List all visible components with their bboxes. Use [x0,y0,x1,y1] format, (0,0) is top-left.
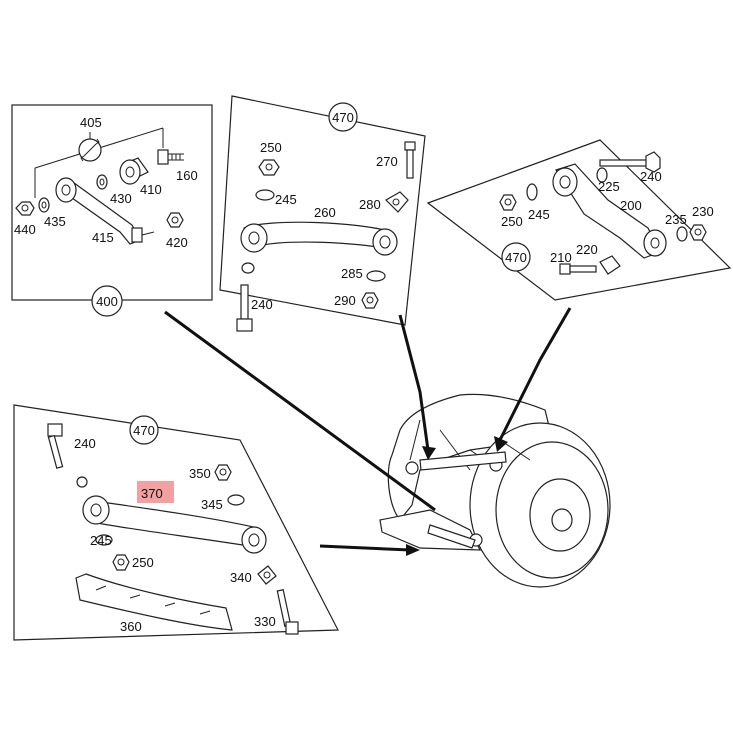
nut-230 [689,224,707,241]
label-200: 200 [620,198,642,213]
label-240-right: 240 [640,169,662,184]
washer-225 [596,167,608,183]
panel-topcenter-frame [219,95,426,326]
arm-370 [82,495,267,554]
label-235: 235 [665,212,687,227]
washer-top-small [241,262,255,274]
group-470-top-label: 470 [332,110,354,125]
washer-285 [366,270,386,282]
bolt-240-bottom [47,423,64,469]
nut-250-bottom [112,554,130,571]
label-345: 345 [201,497,223,512]
group-470-right-label: 470 [505,250,527,265]
nut-290 [361,292,379,309]
label-440: 440 [14,222,36,237]
label-225: 225 [598,179,620,194]
washer-245-top [255,189,275,201]
label-245-right: 245 [528,207,550,222]
label-430: 430 [110,191,132,206]
washer-345 [227,494,245,506]
label-415: 415 [92,230,114,245]
label-405: 405 [80,115,102,130]
label-220: 220 [576,242,598,257]
pointer-lines [164,307,572,556]
wrench-icon [78,138,102,162]
nut-250-right [499,194,517,211]
cover-360 [75,573,233,631]
bracket-280 [385,191,409,213]
arm-260 [240,221,398,256]
group-badge-400: 400 [91,285,123,317]
label-280: 280 [359,197,381,212]
label-260: 260 [314,205,336,220]
bracket-340 [257,565,277,585]
arm-200 [552,163,667,259]
label-420: 420 [166,235,188,250]
label-160: 160 [176,168,198,183]
panel-topright: 470 225 240 250 245 200 235 230 210 220 [426,139,732,301]
label-290: 290 [334,293,356,308]
bolt-240-right [599,151,661,173]
highlight-box [137,481,174,503]
bolt-210 [559,263,597,275]
pointer-topright [498,307,572,441]
group-470-bottom-label: 470 [133,423,155,438]
washer-245-right [526,183,538,201]
group-badge-470-bottom: 470 [129,415,159,445]
label-410: 410 [140,182,162,197]
label-230: 230 [692,204,714,219]
group-badge-470-top: 470 [328,102,358,132]
label-340: 340 [230,570,252,585]
panel-bottomleft: 470 [13,404,339,641]
pointer-400 [164,310,436,512]
label-250-top: 250 [260,140,282,155]
washer-430 [96,174,108,190]
washer-bottom-small [76,476,88,488]
bolt-160 [157,149,184,165]
label-285: 285 [341,266,363,281]
label-240-bottom: 240 [74,436,96,451]
nut-350 [214,464,232,481]
bolt-330 [276,589,299,635]
label-245-bottom: 245 [90,533,112,548]
washer-435 [38,197,50,213]
panel-topcenter: 470 [219,95,426,332]
bushing-410 [119,157,149,185]
label-350: 350 [189,466,211,481]
pointer-bottomleft [319,544,411,552]
wheel-carrier-assembly [379,393,611,588]
label-330: 330 [254,614,276,629]
bracket-220 [599,255,621,275]
label-270: 270 [376,154,398,169]
nut-440 [15,201,35,216]
arm-415 [55,177,155,245]
group-400-label: 400 [96,294,118,309]
bolt-240-top [236,284,253,332]
label-435: 435 [44,214,66,229]
pointer-topcenter [398,314,430,451]
label-250-bottom: 250 [132,555,154,570]
label-240-top: 240 [251,297,273,312]
nut-420 [166,212,184,228]
label-360: 360 [120,619,142,634]
label-210: 210 [550,250,572,265]
washer-235 [676,226,688,242]
label-250-right: 250 [501,214,523,229]
nut-250-top [258,159,280,176]
group-badge-470-right: 470 [501,242,531,272]
washer-245-bottom [95,534,113,546]
label-370[interactable]: 370 [141,486,163,501]
panel-topleft: 400 405 440 435 430 410 160 415 420 [11,104,213,317]
label-245-top: 245 [275,192,297,207]
bolt-270 [404,141,416,179]
